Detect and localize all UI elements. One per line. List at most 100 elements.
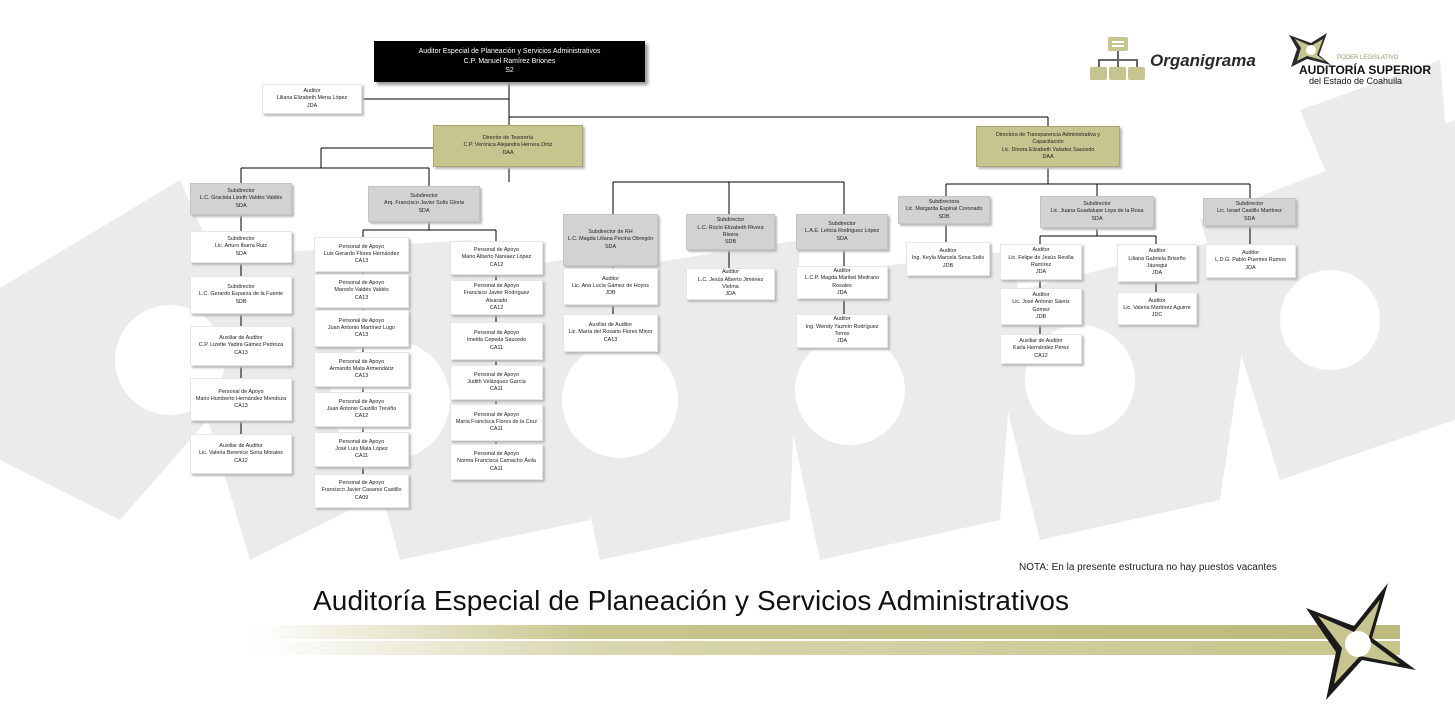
node-level: CA13 [354,294,369,301]
node-role: Auditor [1032,247,1050,254]
auditoria-logo-icon [1289,33,1331,67]
node-level: JDA [725,291,736,298]
node-role: Personal de Apoyo [473,282,520,289]
node-name: Lic. María del Rosario Flores Minor [568,329,653,336]
node-role: Auxiliar de Auditor [219,335,263,342]
node-role: Personal de Apoyo [338,438,385,445]
node-level: JDA [836,338,848,345]
node-level: CA13 [354,373,369,380]
node-role: Auxiliar de Auditor [1019,338,1063,345]
node-level: CA13 [354,258,369,265]
node-role: Auditor [601,275,620,282]
node-role: Subdirector [716,217,745,224]
node-name: Mario Alberto Narvaez López [461,254,532,261]
node-name: L.C.P. Magda Maribel Medrano Rosales [804,275,880,289]
node-name: Lic. Valeria Martínez Aguirre [1123,304,1191,311]
node-name: Lic. Margarita Espinal Coronado [905,206,983,213]
node-level: SDB [235,298,247,305]
node-role: Subdirector [227,188,255,195]
node-level: CA12 [234,457,248,464]
node-role: Personal de Apoyo [218,388,264,395]
node-name: Lic. Felipe de Jesús Revilla Ramírez [1008,254,1074,268]
node-role: Subdirector de RH [588,229,633,236]
node-level: CA11 [489,344,504,351]
node-role: Personal de Apoyo [473,411,520,418]
node-role: Personal de Apoyo [338,243,385,250]
vacancies-note: NOTA: En la presente estructura no hay p… [1019,562,1277,573]
node-level: JDA [836,289,848,296]
node-role: Personal de Apoyo [338,317,385,324]
node-level: CA12 [1034,352,1048,359]
node-level: CA13 [234,403,248,410]
node-name: Liliana Elizabeth Mena López [276,95,348,102]
node-name: Lic. José Antonio Sáenz Gómez [1012,299,1070,313]
node-name: Lic. Arturo Ibarra Ruiz [214,243,268,250]
node-name: L.D.G. Pablo Puentes Ramos [1215,257,1286,264]
node-name: Lic. Valeria Berenice Soria Morales [199,450,283,457]
node-role: Subdirector [227,236,255,243]
node-role: Subdirector [410,193,438,200]
node-name: Francisco Javier Rodríguez Alvarado [463,290,530,304]
node-level: CA13 [234,349,248,356]
node-name: Judith Velázquez García [467,378,526,385]
node-level: SDA [235,202,247,209]
node-level: JDA [1151,270,1163,277]
logo-name-text: AUDITORÍA SUPERIOR [1299,63,1432,77]
node-name: L.A.E. Leticia Rodríguez López [804,228,880,235]
node-level: CA11 [354,453,369,460]
node-level: CA11 [489,386,504,393]
node-level: CA11 [489,465,504,472]
node-name: Juan Antonio Castillo Treviño [326,405,397,412]
node-level: SDA [836,235,848,242]
node-level: SDB [724,239,737,246]
node-name: L.C. Graciela Lizeth Valdés Valdés [199,195,283,202]
node-name: Armando Mata Armendáriz [329,365,394,372]
node-name: C.P. Verónica Alejandra Herrera Ortiz [463,142,553,149]
node-level: CA09 [354,494,369,501]
node-role: Directora de Transparencia Administrativ… [995,131,1101,146]
node-name: Ing. Wendy Yazmín Rodríguez Torres [805,323,879,337]
node-name: Lic. Dinora Elizabeth Valadez Saucedo [1001,146,1095,153]
page-title: Auditoría Especial de Planeación y Servi… [313,585,1070,616]
node-name: Juan Antonio Martínez Lugo [327,324,396,331]
footer-band-lower [250,641,1400,655]
node-level: SDA [1243,215,1256,222]
node-name: C.P. Lizette Yadira Gámez Pedroza [198,342,284,349]
corner-star-logo [1306,583,1416,700]
node-name: Karla Hernández Pérez [1012,345,1070,352]
node-role: Director de Tesorería [482,135,534,142]
node-role: Auditor Especial de Planeación y Servici… [418,48,601,56]
node-name: Norma Francisca Camacho Ávila [457,458,536,465]
organigrama-icon [1090,37,1145,80]
node-level: CA13 [603,336,618,343]
node-role: Personal de Apoyo [473,247,520,254]
node-role: Auditor [833,267,851,274]
logo-small-text: PODER LEGISLATIVO [1337,55,1399,61]
node-role: Personal de Apoyo [473,330,520,337]
node-role: Personal de Apoyo [338,398,385,405]
node-level: CA12 [489,261,504,268]
node-name: Marcelo Valdés Valdés [334,287,389,294]
